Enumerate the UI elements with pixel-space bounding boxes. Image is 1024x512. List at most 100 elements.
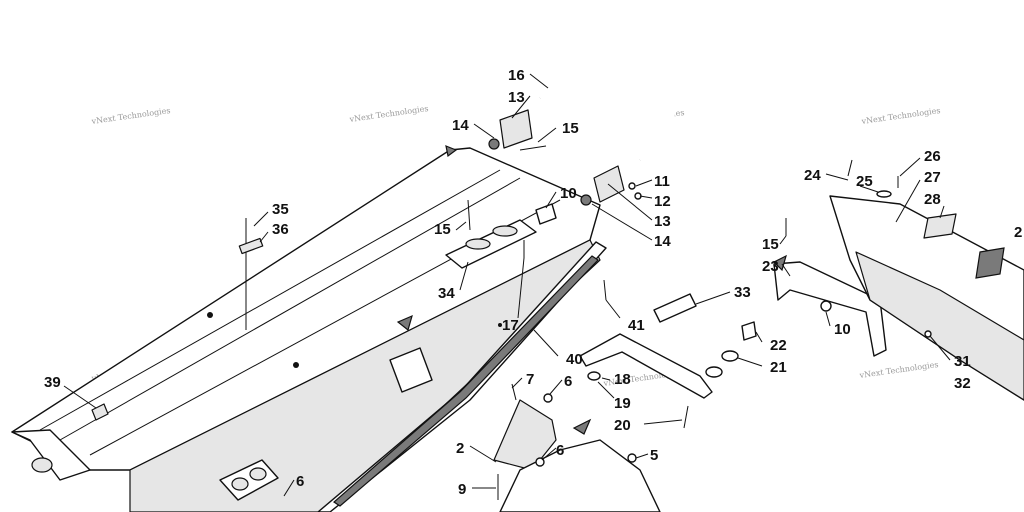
tunnel-rear-plate: [389, 347, 433, 393]
bushing-left: [488, 138, 500, 150]
leader: [529, 73, 549, 89]
callout-31: 31: [954, 353, 971, 370]
grab-bar-assembly: [488, 60, 676, 206]
pin-20: [683, 405, 689, 429]
leader: [635, 453, 649, 459]
callout-9: 9: [458, 481, 466, 498]
callout-24: 24: [804, 167, 821, 184]
callout-32: 32: [954, 375, 971, 392]
leader: [473, 123, 495, 139]
callout-28: 28: [924, 191, 941, 208]
callout-22: 22: [770, 337, 787, 354]
nut-6: [543, 393, 553, 403]
disc-18: [705, 366, 723, 378]
leader: [635, 179, 653, 187]
callout-33: 33: [734, 284, 751, 301]
callout-19: 19: [614, 395, 631, 412]
decal-28: [923, 213, 957, 239]
callout-18: 18: [614, 371, 631, 388]
callout-41: 41: [628, 317, 645, 334]
rear-flap-assembly: [772, 159, 1024, 401]
callout-10: 10: [560, 185, 577, 202]
rivet-31: [924, 330, 932, 338]
seat-bracket-34: [445, 199, 557, 269]
callout-26: 26: [924, 148, 941, 165]
leader: [253, 211, 269, 227]
callout-13: 13: [508, 89, 525, 106]
callout-34: 34: [438, 285, 455, 302]
tunnel-assembly: [11, 145, 601, 512]
leader: [549, 379, 563, 395]
leader: [533, 329, 559, 357]
callout-15: 15: [562, 120, 579, 137]
nut-5: [627, 453, 637, 463]
flap-bracket-assembly: [493, 321, 757, 512]
screw-41: [603, 279, 607, 301]
callout-10: 10: [834, 321, 851, 338]
tab-arm: [579, 333, 713, 399]
callout-29: 2: [1014, 224, 1022, 241]
callout-25: 25: [856, 173, 873, 190]
callout-6: 6: [296, 473, 304, 490]
rail-inner: [333, 255, 599, 507]
callout-15: 15: [762, 236, 779, 253]
leader: [781, 263, 791, 277]
leader: [537, 127, 557, 143]
washer-19: [587, 371, 601, 381]
callout-21: 21: [770, 359, 787, 376]
vent-hole-2: [249, 467, 267, 481]
leader: [601, 377, 611, 381]
leader: [859, 185, 879, 193]
tunnel-front-hole: [31, 457, 53, 473]
bracket-slot-1: [465, 238, 491, 250]
tunnel-front-flange: [11, 429, 91, 481]
leader: [643, 419, 683, 425]
bolt-15-top: [519, 145, 547, 151]
callout-12: 12: [654, 193, 671, 210]
decal-29: [975, 247, 1005, 279]
callout-36: 36: [272, 221, 289, 238]
leader: [63, 385, 97, 409]
fastener-35-36: [238, 218, 264, 330]
clip-10-right: [820, 300, 832, 312]
leader: [607, 183, 653, 221]
bushing-right: [580, 194, 592, 206]
bolt-24: [847, 159, 853, 177]
leader: [511, 95, 531, 119]
callout-6: 6: [556, 442, 564, 459]
leader: [459, 261, 469, 291]
leader-lines: [63, 73, 951, 497]
leader: [639, 195, 653, 199]
rivet: [293, 362, 299, 368]
leader: [779, 235, 787, 245]
watermark-8: vNext Technologies: [858, 360, 939, 380]
arrow-marker: [396, 314, 413, 332]
callout-11: 11: [654, 173, 670, 190]
callout-6: 6: [564, 373, 572, 390]
leader: [755, 331, 763, 343]
grab-bar-bracket-right: [593, 165, 625, 203]
arrow-marker: [572, 418, 592, 435]
leader: [695, 291, 731, 305]
tunnel-ridge-1: [39, 169, 501, 431]
rivet: [498, 323, 502, 327]
callout-7: 7: [526, 371, 534, 388]
reflector-assembly: [603, 279, 697, 323]
leader: [511, 377, 523, 389]
callout-14: 14: [654, 233, 671, 250]
screw-15: [467, 199, 471, 231]
callout-20: 20: [614, 417, 631, 434]
tunnel-ridge-2: [59, 177, 521, 441]
callout-13: 13: [654, 213, 671, 230]
callout-27: 27: [924, 169, 941, 186]
callout-5: 5: [650, 447, 658, 464]
reflector-33: [653, 293, 697, 323]
callout-16: 16: [508, 67, 525, 84]
callout-2: 2: [456, 440, 464, 457]
callout-15: 15: [434, 221, 451, 238]
callouts: 16 13 14 15 10 11 12 13 14 15 35 36 34 1…: [44, 67, 1022, 498]
arrow-marker: [445, 145, 458, 158]
leader: [895, 179, 921, 223]
callout-14: 14: [452, 117, 469, 134]
